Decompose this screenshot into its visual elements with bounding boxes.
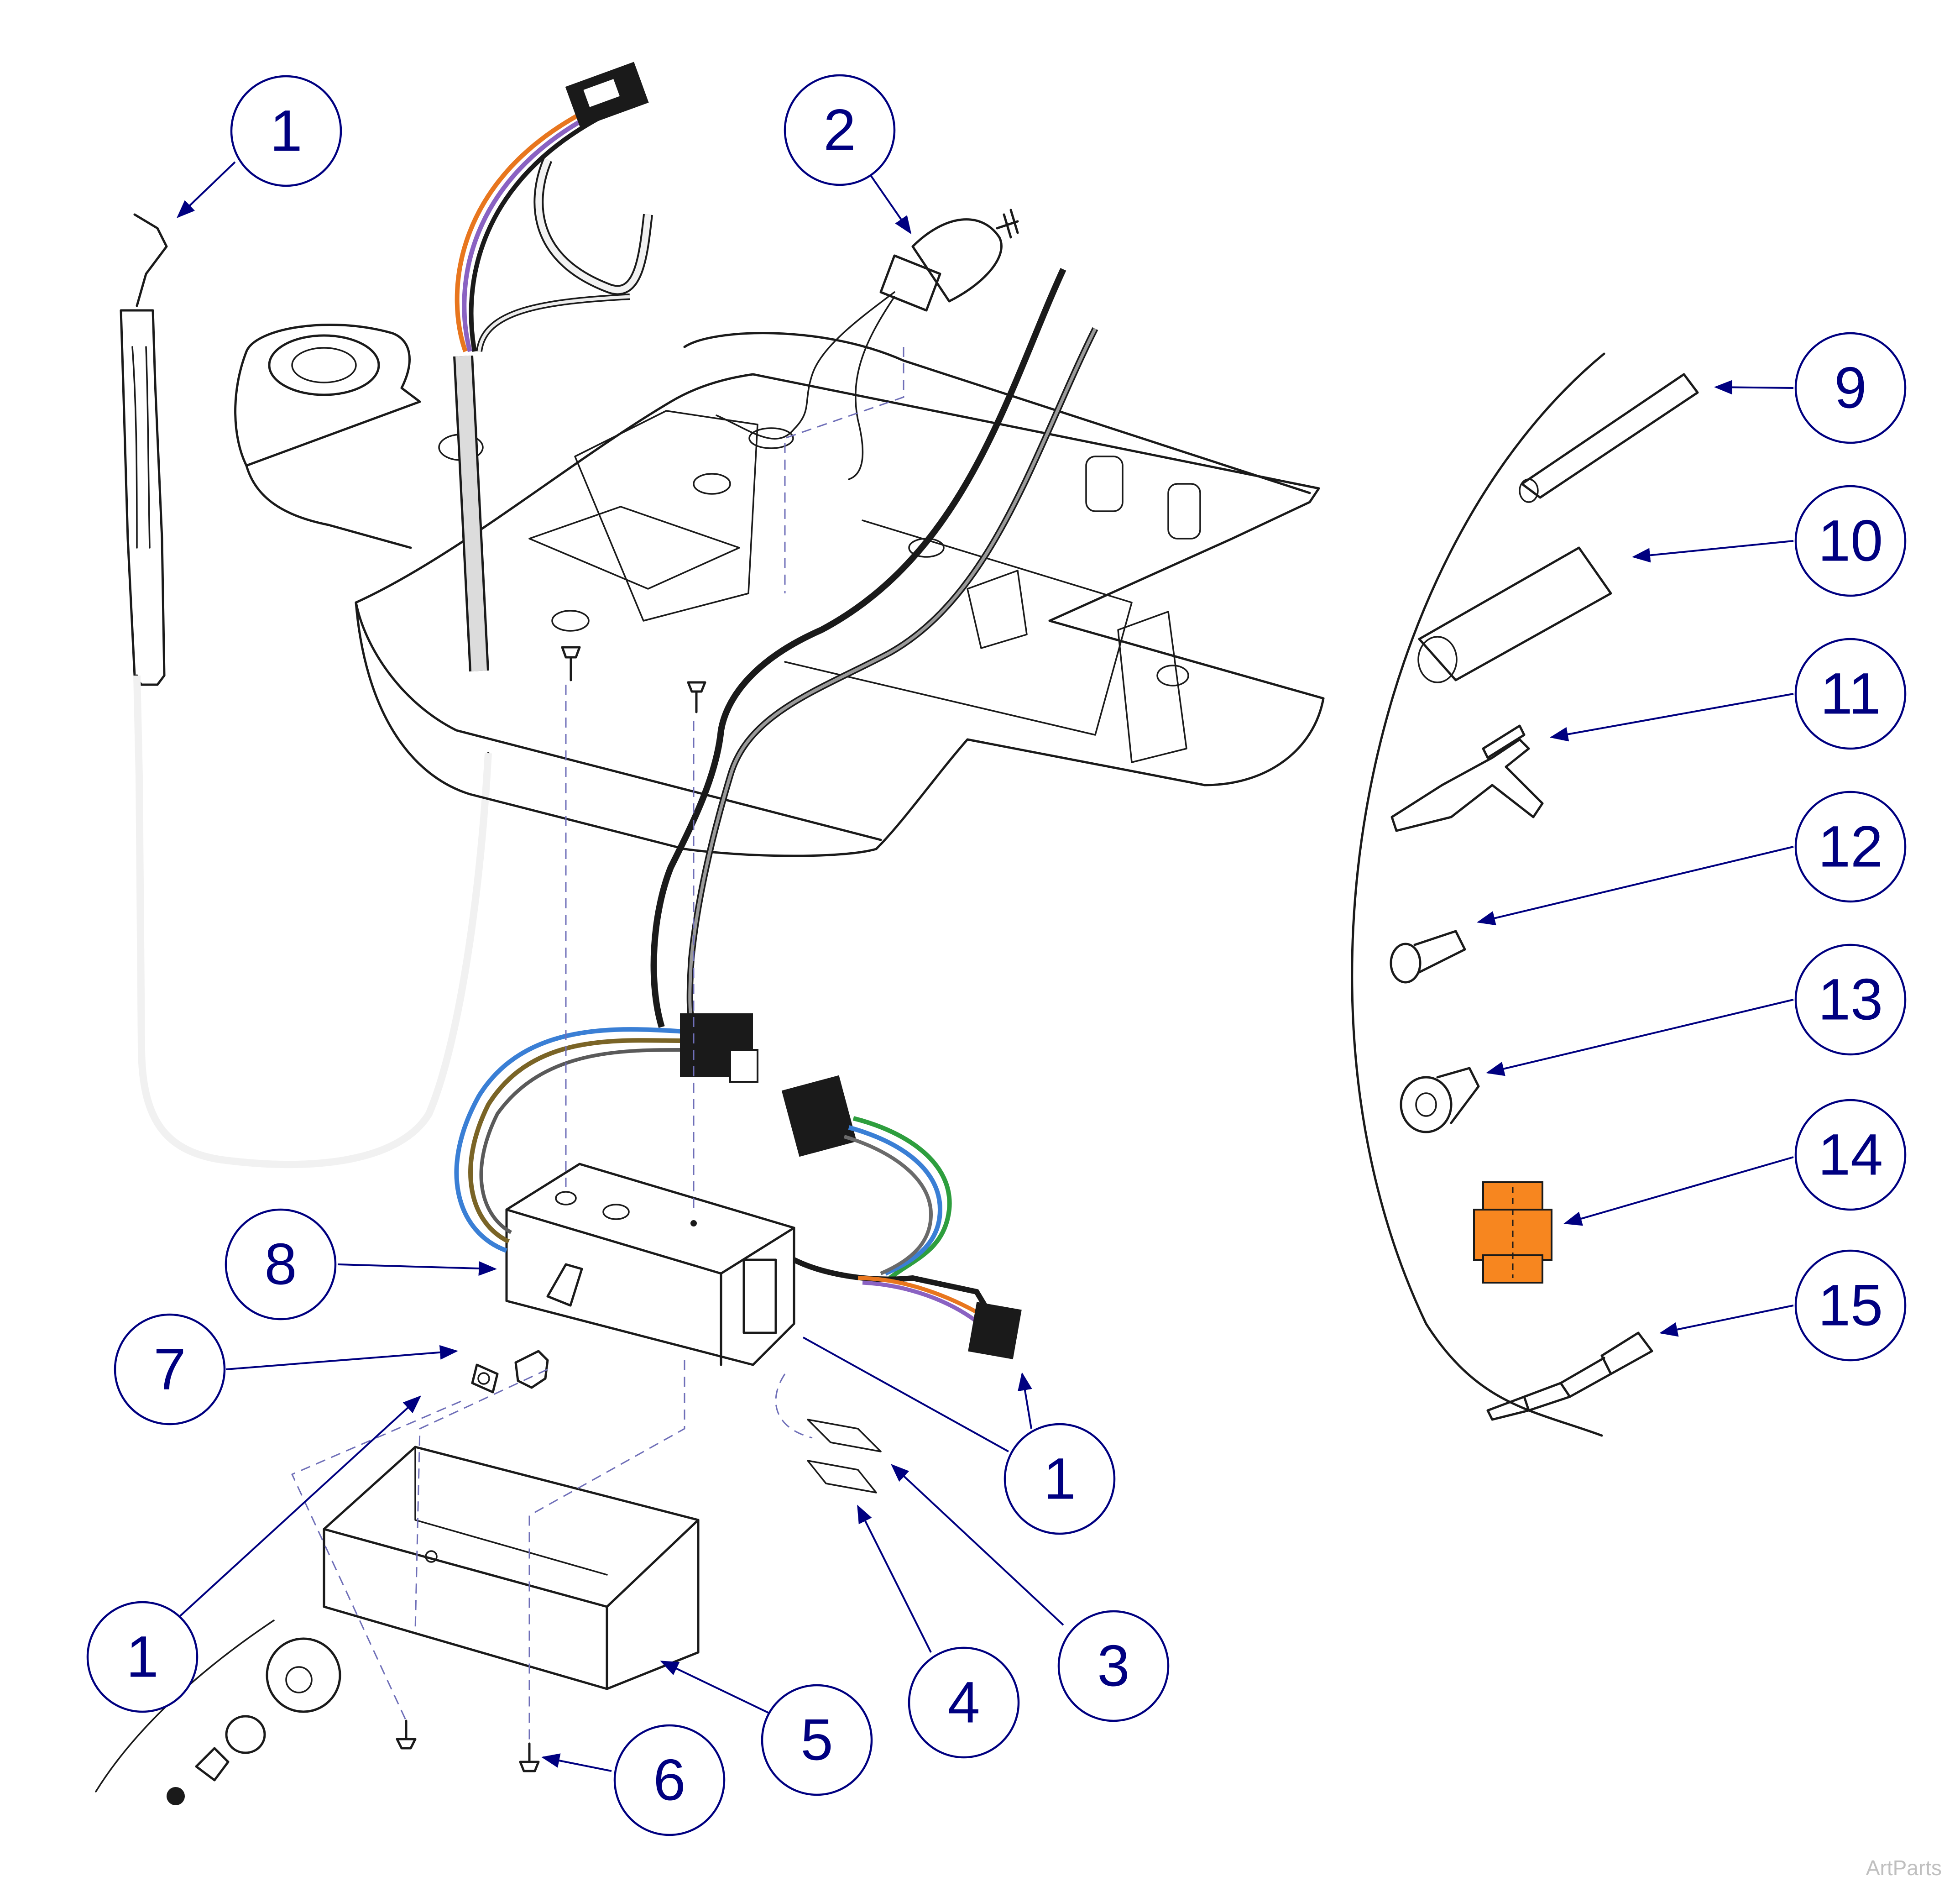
callout-label: 10 (1818, 508, 1883, 574)
harness-connector-c (968, 1302, 1022, 1359)
signal-wires (650, 268, 1098, 1029)
assembly-lines (291, 347, 904, 1744)
callout-part-4: 4 (908, 1646, 1020, 1759)
callout-label: 1 (270, 99, 302, 164)
callout-label: 9 (1834, 356, 1866, 421)
callout-label: 1 (126, 1625, 158, 1690)
callout-part-1-handpiece: 1 (230, 75, 342, 187)
regulator-valve (716, 209, 1019, 480)
callout-label: 13 (1818, 967, 1883, 1032)
callout-part-7: 7 (114, 1313, 226, 1426)
cable-bundle (453, 62, 653, 672)
callout-part-11: 11 (1794, 638, 1907, 750)
callout-part-12: 12 (1794, 791, 1907, 903)
callout-part-2: 2 (784, 74, 896, 186)
highlighted-coupler (1473, 1181, 1552, 1284)
adhesive-pads (807, 1419, 882, 1494)
harness-connector-b (781, 1075, 857, 1157)
adjustment-knob-assembly (95, 1350, 549, 1805)
scaler-handpiece (120, 213, 492, 1169)
callout-label: 11 (1820, 661, 1881, 727)
callout-label: 8 (264, 1232, 297, 1297)
callout-part-6: 6 (613, 1724, 726, 1836)
callout-part-3: 3 (1057, 1610, 1170, 1722)
callout-part-8: 8 (225, 1208, 337, 1321)
callout-label: 4 (947, 1670, 980, 1735)
leader-lines (177, 161, 1794, 1772)
callout-part-1-harness: 1 (1004, 1423, 1116, 1535)
callout-part-15: 15 (1794, 1249, 1907, 1362)
callout-label: 12 (1818, 814, 1883, 880)
callout-label: 14 (1818, 1122, 1883, 1188)
callout-label: 3 (1097, 1634, 1129, 1699)
accessory-divider-arc (1351, 352, 1605, 1437)
callout-label: 1 (1043, 1447, 1076, 1512)
circuit-module (454, 1013, 1022, 1366)
callout-label: 2 (823, 98, 856, 163)
callout-part-5: 5 (761, 1684, 873, 1796)
callout-part-1-nut: 1 (86, 1601, 199, 1713)
watermark: ArtParts (1866, 1856, 1942, 1880)
callout-label: 5 (800, 1708, 833, 1773)
control-housing (234, 324, 1325, 857)
callout-part-13: 13 (1794, 943, 1907, 1056)
cover-box (323, 1446, 700, 1772)
callout-label: 6 (653, 1748, 685, 1813)
callout-part-14: 14 (1794, 1099, 1907, 1211)
callout-label: 15 (1818, 1273, 1883, 1338)
accessory-parts (1390, 373, 1699, 1421)
callout-part-10: 10 (1794, 485, 1907, 597)
callout-label: 7 (153, 1337, 186, 1402)
callout-part-9: 9 (1794, 332, 1907, 444)
